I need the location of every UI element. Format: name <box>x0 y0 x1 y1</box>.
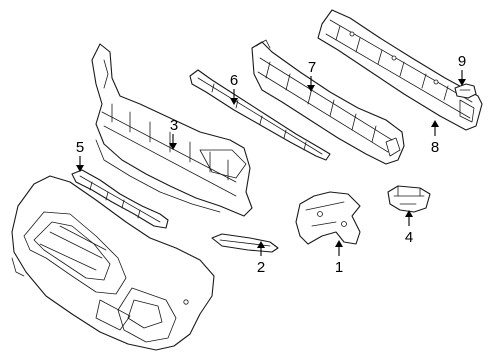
callout-5-leader <box>76 156 84 172</box>
callout-7-label: 7 <box>308 59 316 76</box>
bumper-cover <box>11 175 215 351</box>
part-8-impact-bar <box>317 9 483 131</box>
part-7-energy-absorber <box>251 39 405 165</box>
callout-1-leader <box>335 240 343 256</box>
callout-7-leader <box>307 76 315 92</box>
callout-8-label: 8 <box>431 139 439 156</box>
part-5-side-bracket <box>71 169 169 229</box>
callout-2-label: 2 <box>257 259 265 276</box>
callout-9-leader <box>458 70 466 86</box>
callout-4-label: 4 <box>405 229 413 246</box>
callout-3-label: 3 <box>170 117 178 134</box>
callout-2-leader <box>257 241 265 256</box>
part-4-bracket <box>387 185 431 213</box>
part-1-bracket <box>295 191 361 245</box>
callout-1-label: 1 <box>335 259 343 276</box>
callout-8-leader <box>431 120 439 136</box>
callout-6-leader <box>230 89 238 105</box>
part-9-bracket <box>454 83 477 99</box>
callout-5-label: 5 <box>76 139 84 156</box>
part-2-trim-piece <box>211 233 279 253</box>
callout-6-label: 6 <box>230 72 238 89</box>
callout-9-label: 9 <box>458 53 466 70</box>
part-6-trim-strip <box>189 69 331 161</box>
callout-4-leader <box>405 210 413 226</box>
callout-3-leader <box>169 134 177 150</box>
part-3-bumper-carrier <box>91 43 253 217</box>
